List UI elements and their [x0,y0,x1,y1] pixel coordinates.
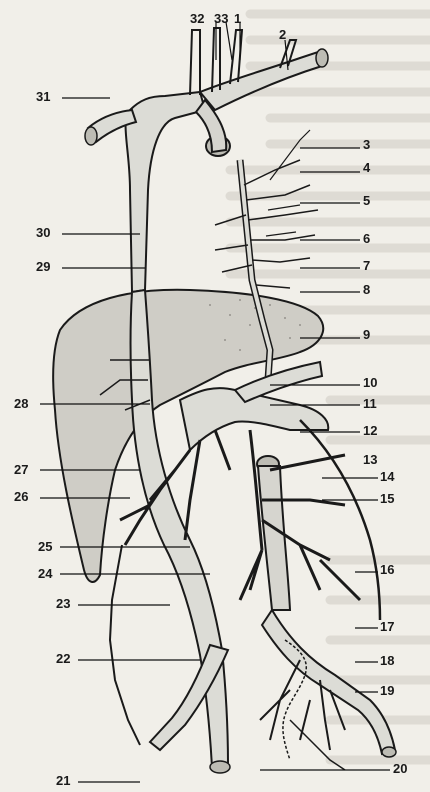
label-10: 10 [363,376,377,389]
label-22: 22 [56,652,70,665]
label-6: 6 [363,232,370,245]
label-17: 17 [380,620,394,633]
label-2: 2 [279,28,286,41]
left-iliac-cut [382,747,396,757]
label-21: 21 [56,774,70,787]
label-9: 9 [363,328,370,341]
label-19: 19 [380,684,394,697]
label-8: 8 [363,283,370,296]
label-20: 20 [393,762,407,775]
label-11: 11 [363,397,377,410]
label-27: 27 [14,463,28,476]
ivc-cut [210,761,230,773]
label-25: 25 [38,540,52,553]
label-23: 23 [56,597,70,610]
label-16: 16 [380,563,394,576]
label-5: 5 [363,194,370,207]
label-15: 15 [380,492,394,505]
label-4: 4 [363,161,370,174]
label-29: 29 [36,260,50,273]
label-18: 18 [380,654,394,667]
label-1: 1 [234,12,241,25]
label-32: 32 [190,12,204,25]
label-26: 26 [14,490,28,503]
label-14: 14 [380,470,394,483]
label-30: 30 [36,226,50,239]
label-28: 28 [14,397,28,410]
label-13: 13 [363,453,377,466]
vessel-cut-left [316,49,328,67]
label-31: 31 [36,90,50,103]
label-7: 7 [363,259,370,272]
vessel-cut-right [85,127,97,145]
label-3: 3 [363,138,370,151]
label-12: 12 [363,424,377,437]
label-24: 24 [38,567,52,580]
label-33: 33 [214,12,228,25]
